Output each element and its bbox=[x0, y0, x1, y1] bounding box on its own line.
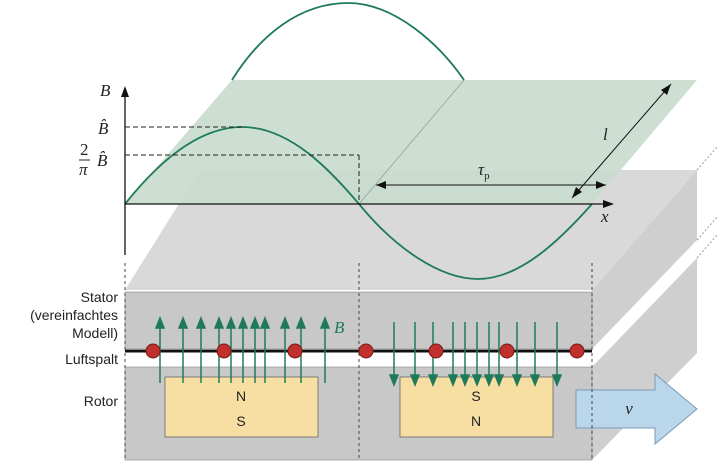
conductor-4 bbox=[358, 343, 374, 359]
magnet-right-bottom-pole: N bbox=[471, 413, 481, 429]
magnet-left bbox=[164, 376, 319, 438]
field-arrows-up bbox=[154, 315, 331, 383]
x-axis-arrowhead bbox=[603, 200, 614, 208]
airgap-band bbox=[125, 349, 592, 367]
conductor-5 bbox=[428, 343, 444, 359]
y-axis-arrowhead bbox=[121, 86, 129, 97]
side-edge-dash bbox=[696, 145, 719, 171]
b-hat-label: B̂ bbox=[98, 119, 109, 138]
field-arrows-down bbox=[388, 322, 563, 388]
conductor-7 bbox=[569, 343, 585, 359]
conductor-3 bbox=[287, 343, 303, 359]
conductor-1 bbox=[145, 343, 161, 359]
velocity-arrow bbox=[575, 372, 698, 446]
side-edge-dash bbox=[696, 233, 719, 259]
tau-arrow-left bbox=[376, 181, 386, 189]
rotor-label: Rotor bbox=[84, 393, 119, 409]
airgap-label: Luftspalt bbox=[65, 351, 118, 367]
tau-arrow-right bbox=[596, 181, 606, 189]
length-label: l bbox=[603, 125, 608, 144]
stator-label-1: Stator bbox=[81, 289, 119, 305]
x-axis-label: x bbox=[600, 207, 609, 226]
stator-label-3: Modell) bbox=[72, 325, 118, 341]
conductor-2 bbox=[216, 343, 232, 359]
y-axis-label: B bbox=[100, 81, 111, 100]
frac-two: 2 bbox=[80, 140, 89, 159]
magnet-right bbox=[399, 376, 554, 438]
length-dimension-line bbox=[571, 83, 672, 199]
tau-label: τp bbox=[478, 160, 490, 182]
magnet-left-bottom-pole: S bbox=[236, 413, 245, 429]
length-arrow-bottom bbox=[572, 187, 582, 198]
frac-pi: π bbox=[79, 160, 88, 179]
conductor-6 bbox=[499, 343, 515, 359]
field-b-label: B bbox=[334, 318, 345, 337]
stator-label-2: (vereinfachtes bbox=[30, 307, 118, 323]
machine-side-face bbox=[592, 170, 697, 460]
magnet-right-top-pole: S bbox=[471, 388, 480, 404]
flux-wave-back bbox=[231, 2, 465, 81]
magnet-left-top-pole: N bbox=[236, 388, 246, 404]
b-hat2-label: B̂ bbox=[97, 151, 108, 170]
length-arrow-top bbox=[661, 84, 671, 95]
side-edge-dash bbox=[696, 215, 719, 241]
conductors bbox=[145, 343, 585, 359]
side-airgap-slot bbox=[592, 240, 697, 367]
velocity-label: v bbox=[625, 399, 633, 418]
plane-divider bbox=[358, 79, 465, 205]
